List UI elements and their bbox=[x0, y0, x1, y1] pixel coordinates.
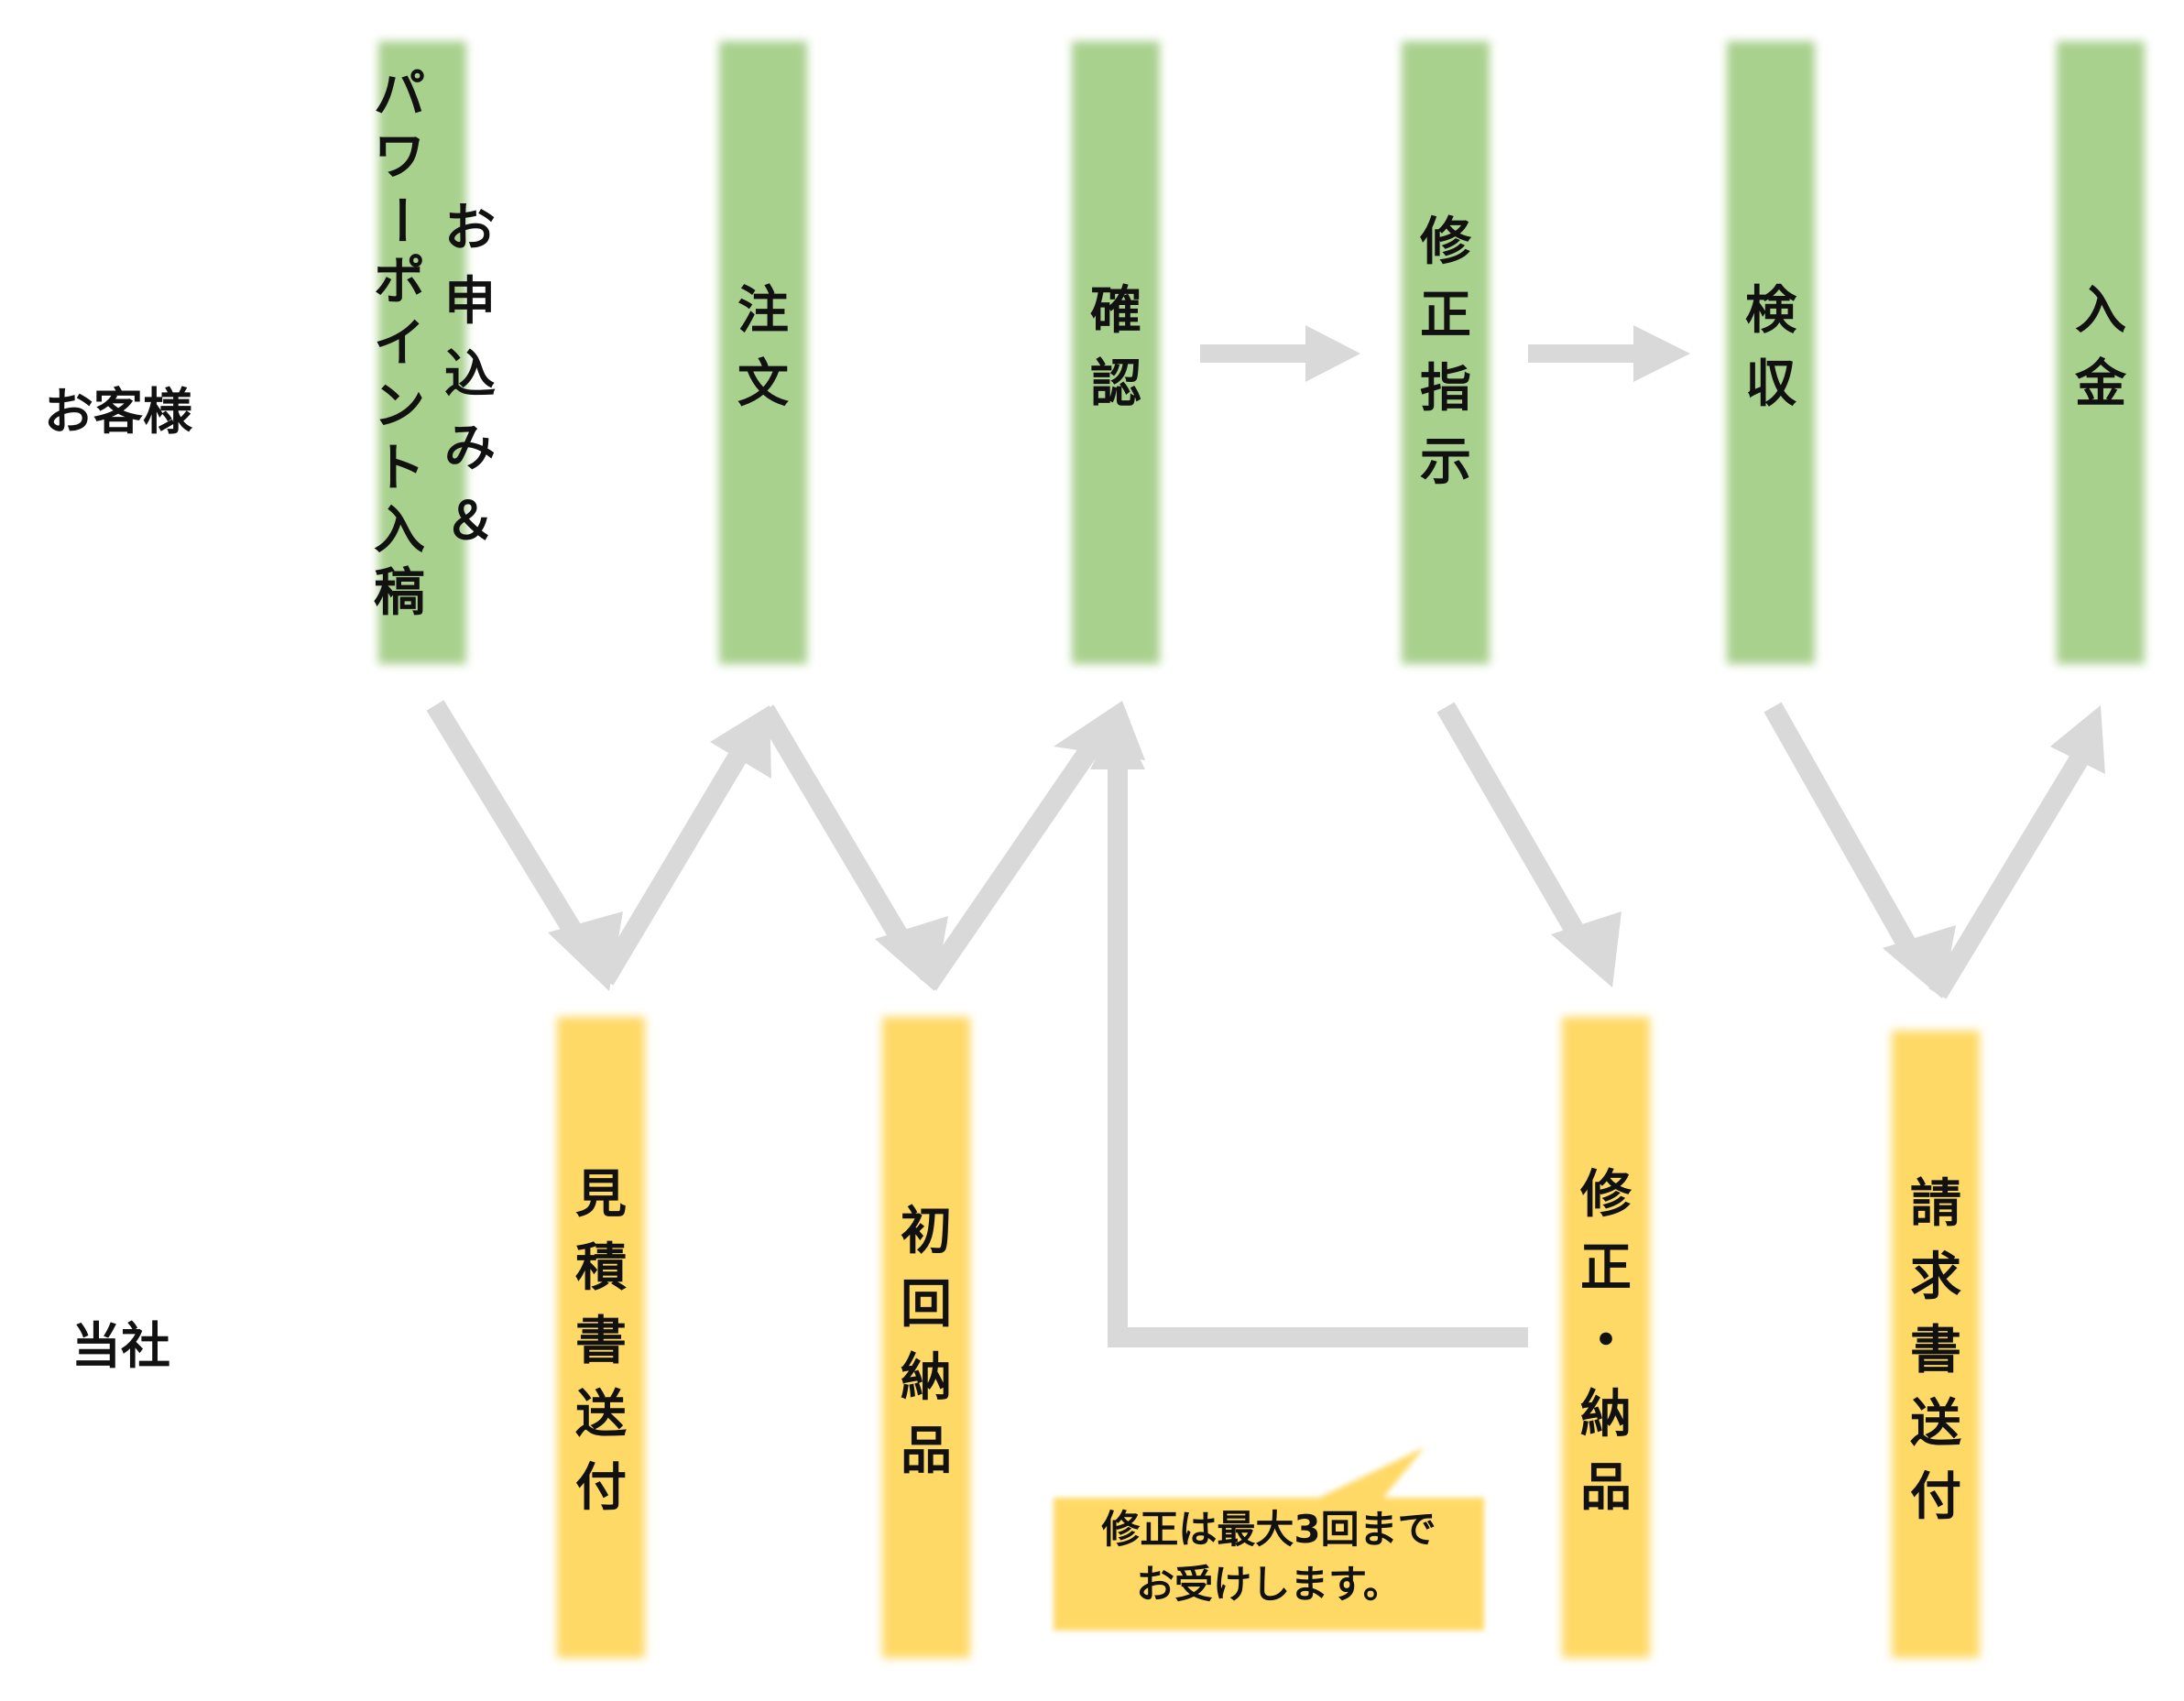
row-label-company: 当社 bbox=[71, 1317, 170, 1375]
glyph: 付 bbox=[575, 1458, 627, 1518]
glyph: 入 bbox=[374, 501, 425, 561]
glyph: 品 bbox=[1580, 1458, 1632, 1518]
label-order: 注文 bbox=[719, 275, 807, 421]
glyph: 付 bbox=[1910, 1467, 1961, 1527]
bar-invoice bbox=[1892, 1030, 1980, 1658]
glyph: イ bbox=[374, 314, 425, 374]
arrow-invoice-to-payment bbox=[1928, 741, 2096, 999]
label-apply-line1: お申込み ＆ bbox=[426, 192, 514, 559]
glyph: 積 bbox=[575, 1238, 627, 1298]
arrow-first-delivery-to-confirm bbox=[919, 736, 1104, 991]
glyph: 初 bbox=[901, 1202, 952, 1261]
bar-first-delivery bbox=[882, 1017, 970, 1658]
arrow-apply-to-estimate bbox=[426, 700, 595, 958]
arrow-revision-to-inspection bbox=[1528, 325, 1690, 382]
arrowhead-loop bbox=[1090, 714, 1145, 769]
bar-apply bbox=[378, 41, 466, 664]
glyph: ・ bbox=[1580, 1312, 1632, 1371]
glyph: 書 bbox=[575, 1312, 627, 1371]
glyph: 請 bbox=[1910, 1174, 1961, 1234]
note-line-1: 修正は最大3回まで bbox=[1101, 1507, 1436, 1552]
glyph: ワ bbox=[374, 127, 425, 187]
glyph: 納 bbox=[901, 1348, 952, 1408]
glyph: 送 bbox=[1910, 1394, 1961, 1454]
label-estimate: 見積書送付 bbox=[557, 1159, 645, 1525]
note-line-2: お受けします。 bbox=[1136, 1562, 1402, 1607]
arrowhead-order bbox=[710, 705, 771, 779]
arrowhead-revision-delivery bbox=[1551, 911, 1622, 987]
bar-payment bbox=[2057, 41, 2145, 664]
label-revision-request: 修正指示 bbox=[1402, 206, 1490, 499]
bar-revision-delivery bbox=[1562, 1017, 1650, 1658]
glyph: お bbox=[444, 199, 496, 258]
arrow-estimate-to-order bbox=[595, 736, 756, 986]
label-apply-line2: パワーポイント入稿 bbox=[355, 64, 443, 625]
glyph: ＆ bbox=[444, 492, 496, 551]
glyph: 見 bbox=[575, 1165, 627, 1225]
label-payment: 入金 bbox=[2057, 275, 2145, 421]
glyph: 収 bbox=[1745, 354, 1796, 414]
label-confirm: 確認 bbox=[1072, 275, 1160, 421]
arrow-inspection-to-invoice bbox=[1764, 702, 1928, 972]
glyph: 正 bbox=[1580, 1238, 1632, 1298]
bar-confirm bbox=[1072, 41, 1160, 664]
arrow-revision-request-to-delivery bbox=[1436, 702, 1597, 958]
glyph: 正 bbox=[1420, 286, 1471, 345]
note-text: 修正は最大3回まで お受けします。 bbox=[1054, 1502, 1484, 1612]
label-invoice: 請求書送付 bbox=[1892, 1168, 1980, 1534]
glyph: 送 bbox=[575, 1385, 627, 1445]
glyph: 金 bbox=[2075, 354, 2126, 414]
glyph: ポ bbox=[374, 252, 425, 311]
arrowhead-estimate bbox=[548, 911, 623, 991]
arrow-confirm-to-revision bbox=[1200, 325, 1360, 382]
glyph: ン bbox=[374, 376, 425, 436]
glyph: ト bbox=[374, 439, 425, 498]
glyph: 込 bbox=[444, 345, 496, 405]
arrow-revision-loop bbox=[1108, 765, 1528, 1347]
glyph: 確 bbox=[1090, 281, 1141, 341]
label-inspection: 検収 bbox=[1727, 275, 1815, 421]
arrowhead-first-delivery bbox=[875, 916, 948, 991]
glyph: 求 bbox=[1910, 1248, 1961, 1307]
glyph: 稿 bbox=[374, 563, 425, 623]
glyph: 書 bbox=[1910, 1321, 1961, 1380]
glyph: 検 bbox=[1745, 281, 1796, 341]
glyph: パ bbox=[374, 65, 425, 125]
glyph: 注 bbox=[737, 281, 789, 341]
bar-estimate bbox=[557, 1017, 645, 1658]
glyph: 修 bbox=[1420, 213, 1471, 272]
label-revision-delivery: 修正・納品 bbox=[1562, 1159, 1650, 1525]
glyph: 文 bbox=[737, 354, 789, 414]
arrow-order-to-first-delivery bbox=[756, 704, 921, 963]
glyph: 回 bbox=[901, 1275, 952, 1335]
glyph: 申 bbox=[444, 272, 496, 332]
glyph: 認 bbox=[1090, 354, 1141, 414]
glyph: 品 bbox=[901, 1422, 952, 1481]
arrowhead-payment bbox=[2050, 705, 2105, 774]
glyph: 修 bbox=[1580, 1165, 1632, 1225]
arrowhead-invoice bbox=[1883, 925, 1956, 998]
bar-order bbox=[719, 41, 807, 664]
label-first-delivery: 初回納品 bbox=[882, 1195, 970, 1488]
bar-revision-request bbox=[1402, 41, 1490, 664]
glyph: み bbox=[444, 419, 496, 478]
glyph: 入 bbox=[2075, 281, 2126, 341]
glyph: 指 bbox=[1420, 359, 1471, 419]
glyph: 示 bbox=[1420, 432, 1471, 492]
row-label-customer: お客様 bbox=[44, 383, 192, 441]
glyph: 納 bbox=[1580, 1385, 1632, 1445]
bar-inspection bbox=[1727, 41, 1815, 664]
glyph: ー bbox=[370, 194, 430, 245]
